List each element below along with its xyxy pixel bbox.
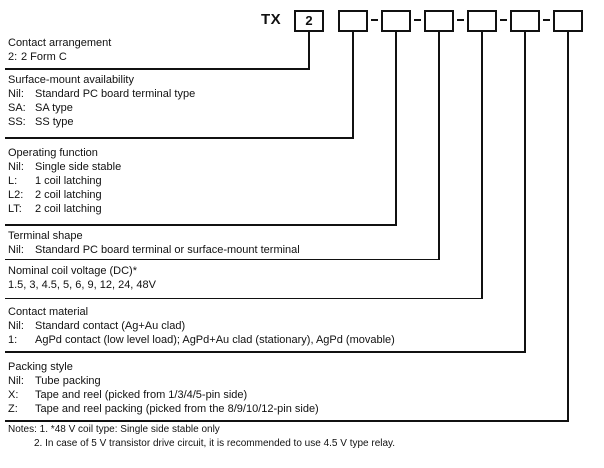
- option-row: Nil: Standard PC board terminal or surfa…: [8, 243, 300, 257]
- connector-contact-material: [524, 31, 526, 353]
- option-code: Z:: [8, 403, 18, 415]
- part-box-contact-arrangement: 2: [294, 10, 324, 32]
- option-text: Tape and reel (picked from 1/3/4/5-pin s…: [35, 389, 248, 401]
- option-row: LT: 2 coil latching: [8, 202, 121, 216]
- option-row: Nil: Single side stable: [8, 160, 121, 174]
- option-text: 2 coil latching: [35, 203, 102, 215]
- option-code: Nil:: [8, 88, 24, 100]
- option-code: SS:: [8, 116, 26, 128]
- dash-separator: [457, 19, 464, 21]
- option-text: 1 coil latching: [35, 175, 102, 187]
- option-code: Nil:: [8, 375, 24, 387]
- dash-separator: [371, 19, 378, 21]
- underline-contact-arrangement: [5, 68, 310, 70]
- option-row: Nil: Standard PC board terminal type: [8, 87, 195, 101]
- option-code: L:: [8, 175, 18, 187]
- section-terminal-shape: Terminal shape Nil: Standard PC board te…: [8, 229, 300, 257]
- section-title: Surface-mount availability: [8, 74, 134, 86]
- option-row: 1: AgPd contact (low level load); AgPd+A…: [8, 333, 395, 347]
- option-row: X: Tape and reel (picked from 1/3/4/5-pi…: [8, 388, 319, 402]
- option-row: Z: Tape and reel packing (picked from th…: [8, 402, 319, 416]
- dash-separator: [414, 19, 421, 21]
- option-row: L: 1 coil latching: [8, 174, 121, 188]
- section-operating-function: Operating function Nil: Single side stab…: [8, 146, 121, 216]
- section-surface-mount: Surface-mount availability Nil: Standard…: [8, 73, 195, 129]
- option-text: Standard PC board terminal type: [35, 88, 196, 100]
- option-text: 1.5, 3, 4.5, 5, 6, 9, 12, 24, 48V: [8, 279, 156, 291]
- part-box-terminal-shape: [424, 10, 454, 32]
- part-prefix-label: TX: [261, 11, 282, 28]
- option-row: 1.5, 3, 4.5, 5, 6, 9, 12, 24, 48V: [8, 278, 156, 292]
- option-code: SA:: [8, 102, 26, 114]
- section-title: Operating function: [8, 147, 98, 159]
- option-text: Tube packing: [35, 375, 101, 387]
- option-row: Nil: Standard contact (Ag+Au clad): [8, 319, 395, 333]
- note-line-1: Notes: 1. *48 V coil type: Single side s…: [8, 424, 220, 435]
- section-title: Terminal shape: [8, 230, 83, 242]
- underline-coil-voltage: [5, 297, 483, 299]
- part-box-coil-voltage: [467, 10, 497, 32]
- option-code: X:: [8, 389, 19, 401]
- option-row: Nil: Tube packing: [8, 374, 319, 388]
- underline-terminal-shape: [5, 258, 440, 260]
- underline-packing-style: [5, 420, 569, 422]
- option-text: Standard PC board terminal or surface-mo…: [35, 244, 300, 256]
- option-text: 2 coil latching: [35, 189, 102, 201]
- part-box-operating-function: [381, 10, 411, 32]
- connector-contact-arrangement: [308, 31, 310, 70]
- note-line-2: 2. In case of 5 V transistor drive circu…: [34, 438, 396, 449]
- option-text: AgPd contact (low level load); AgPd+Au c…: [35, 334, 395, 346]
- dash-separator: [543, 19, 550, 21]
- connector-packing-style: [567, 31, 569, 422]
- connector-surface-mount: [352, 31, 354, 139]
- section-title: Contact material: [8, 306, 89, 318]
- section-title: Contact arrangement: [8, 37, 112, 49]
- option-code: Nil:: [8, 320, 24, 332]
- option-code: LT:: [8, 203, 22, 215]
- option-text: Tape and reel packing (picked from the 8…: [35, 403, 319, 415]
- part-box-contact-material: [510, 10, 540, 32]
- connector-terminal-shape: [438, 31, 440, 260]
- notes-block: Notes: 1. *48 V coil type: Single side s…: [8, 423, 395, 451]
- connector-operating-function: [395, 31, 397, 226]
- option-code: 2:: [8, 51, 18, 63]
- option-row: L2: 2 coil latching: [8, 188, 121, 202]
- section-title: Packing style: [8, 361, 73, 373]
- option-code: L2:: [8, 189, 24, 201]
- underline-surface-mount: [5, 137, 354, 139]
- option-code: Nil:: [8, 161, 24, 173]
- option-text: SA type: [35, 102, 73, 114]
- option-code: Nil:: [8, 244, 24, 256]
- underline-operating-function: [5, 224, 397, 226]
- option-row: SS: SS type: [8, 115, 195, 129]
- section-contact-material: Contact material Nil: Standard contact (…: [8, 305, 395, 347]
- section-packing-style: Packing style Nil: Tube packing X: Tape …: [8, 360, 319, 416]
- option-text: 2 Form C: [21, 51, 67, 63]
- option-text: SS type: [35, 116, 74, 128]
- option-text: Single side stable: [35, 161, 122, 173]
- dash-separator: [500, 19, 507, 21]
- option-row: SA: SA type: [8, 101, 195, 115]
- option-text: Standard contact (Ag+Au clad): [35, 320, 186, 332]
- option-row: 2: 2 Form C: [8, 50, 111, 64]
- part-box-surface-mount: [338, 10, 368, 32]
- underline-contact-material: [5, 351, 526, 353]
- option-code: 1:: [8, 334, 18, 346]
- connector-coil-voltage: [481, 31, 483, 299]
- section-coil-voltage: Nominal coil voltage (DC)* 1.5, 3, 4.5, …: [8, 264, 156, 292]
- section-title: Nominal coil voltage (DC)*: [8, 265, 137, 277]
- section-contact-arrangement: Contact arrangement 2: 2 Form C: [8, 36, 111, 64]
- part-box-packing-style: [553, 10, 583, 32]
